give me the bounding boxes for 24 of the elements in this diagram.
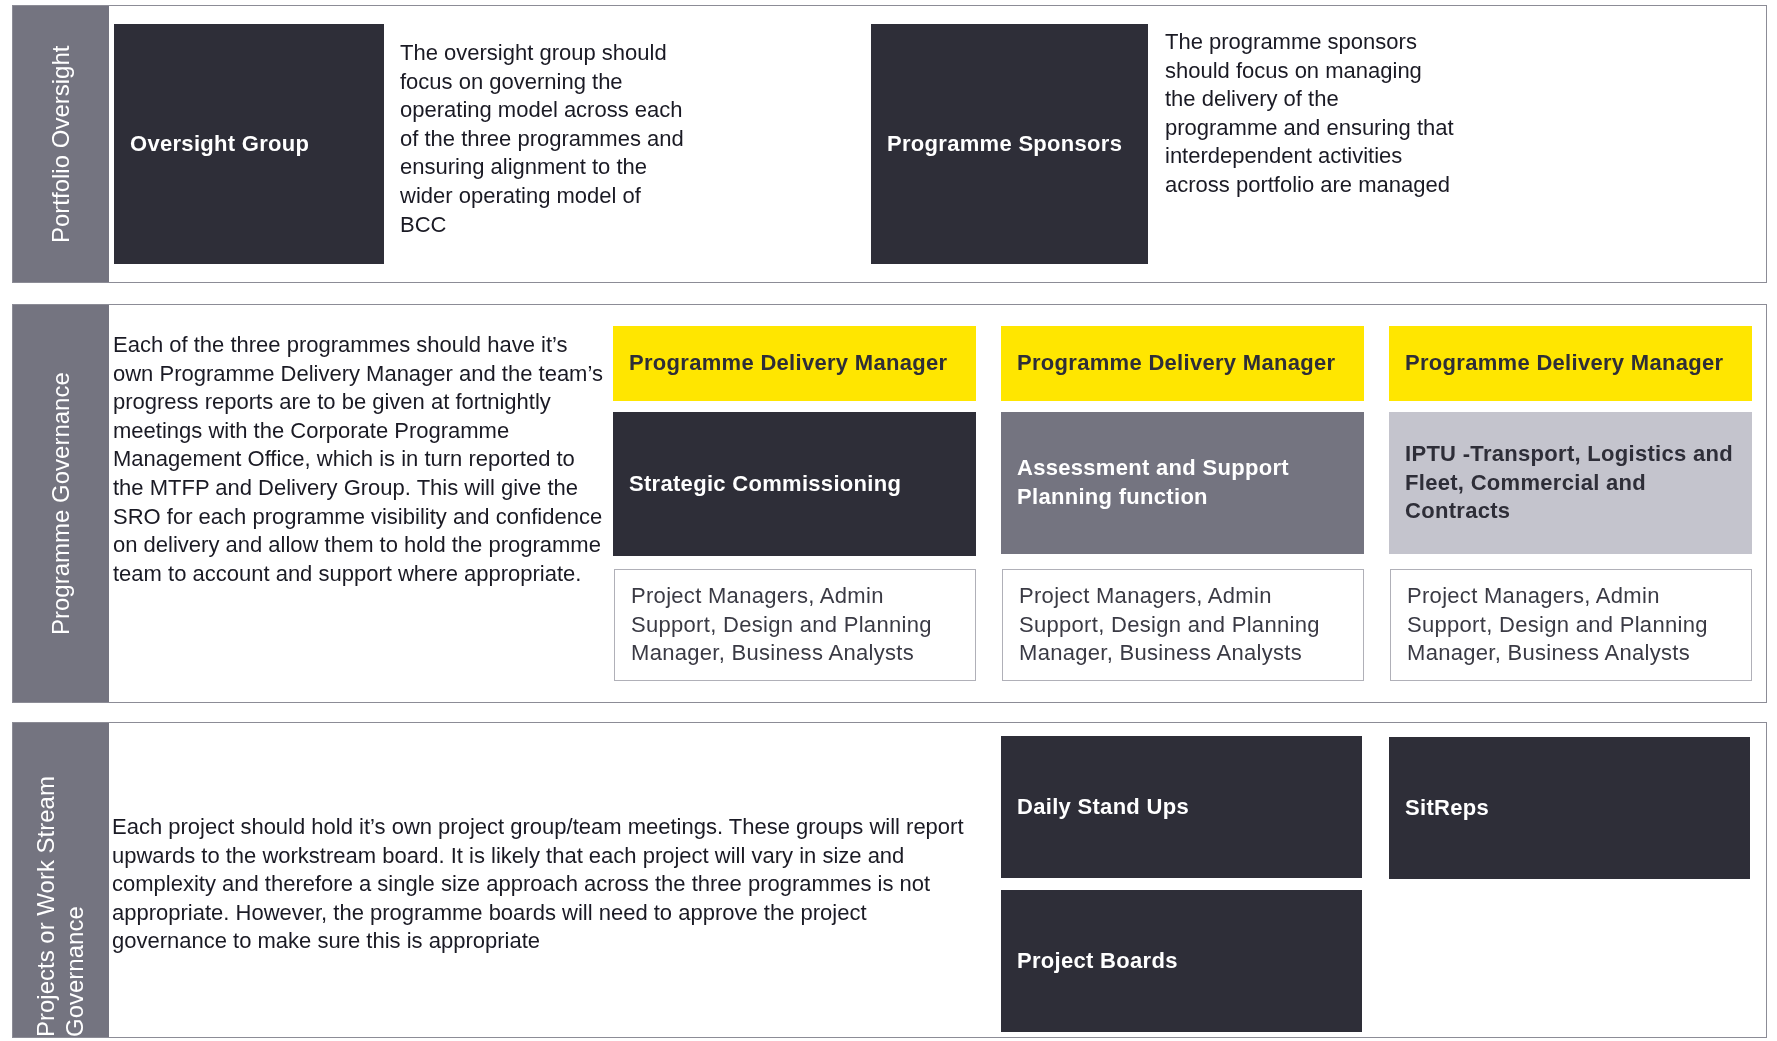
team-box: Strategic Commissioning (613, 412, 976, 556)
section-band (12, 722, 1767, 1038)
description-text: Each of the three programmes should have it’s own Programme Delivery Manager and the team’s progress reports are to be given at fortnightly meetings with the Corporate Programme Management Office, which is in turn reported to the MTFP and Delivery Group. This will give the SRO for each programme visibility and confidence on delivery and allow them to hold the programme team to account and support where appropriate. (113, 331, 603, 588)
staff-box: Project Managers, Admin Support, Design and Planning Manager, Business Analysts (1002, 569, 1364, 681)
section-band (12, 304, 1767, 703)
team-box: Daily Stand Ups (1001, 736, 1362, 878)
staff-box: Project Managers, Admin Support, Design and Planning Manager, Business Analysts (1390, 569, 1752, 681)
staff-box: Project Managers, Admin Support, Design and Planning Manager, Business Analysts (614, 569, 976, 681)
role-banner: Programme Delivery Manager (1001, 326, 1364, 401)
section-heading: Programme Governance (13, 305, 109, 702)
team-box: Assessment and Support Planning function (1001, 412, 1364, 554)
role-banner: Programme Delivery Manager (1389, 326, 1752, 401)
team-box: Oversight Group (114, 24, 384, 264)
team-box: SitReps (1389, 737, 1750, 879)
section-band (12, 5, 1767, 283)
description-text: Each project should hold it’s own project group/team meetings. These groups will report upwards to the workstream board. It is likely that each project will vary in size and complexity and therefore a single size approach across the three programmes is not appropriate. However, the programme boards will need to approve the project governance to make sure this is appropriate (112, 813, 965, 956)
section-heading: Projects or Work Stream Governance (13, 723, 109, 1037)
team-box: IPTU -Transport, Logistics and Fleet, Commercial and Contracts (1389, 412, 1752, 554)
team-box: Programme Sponsors (871, 24, 1148, 264)
description-text: The programme sponsors should focus on managing the delivery of the programme and ensuring that interdependent activities across portfolio are managed (1165, 28, 1455, 199)
role-banner: Programme Delivery Manager (613, 326, 976, 401)
description-text: The oversight group should focus on governing the operating model across each of the three programmes and ensuring alignment to the wider operating model of BCC (400, 39, 685, 239)
section-heading: Portfolio Oversight (13, 6, 109, 282)
team-box: Project Boards (1001, 890, 1362, 1032)
